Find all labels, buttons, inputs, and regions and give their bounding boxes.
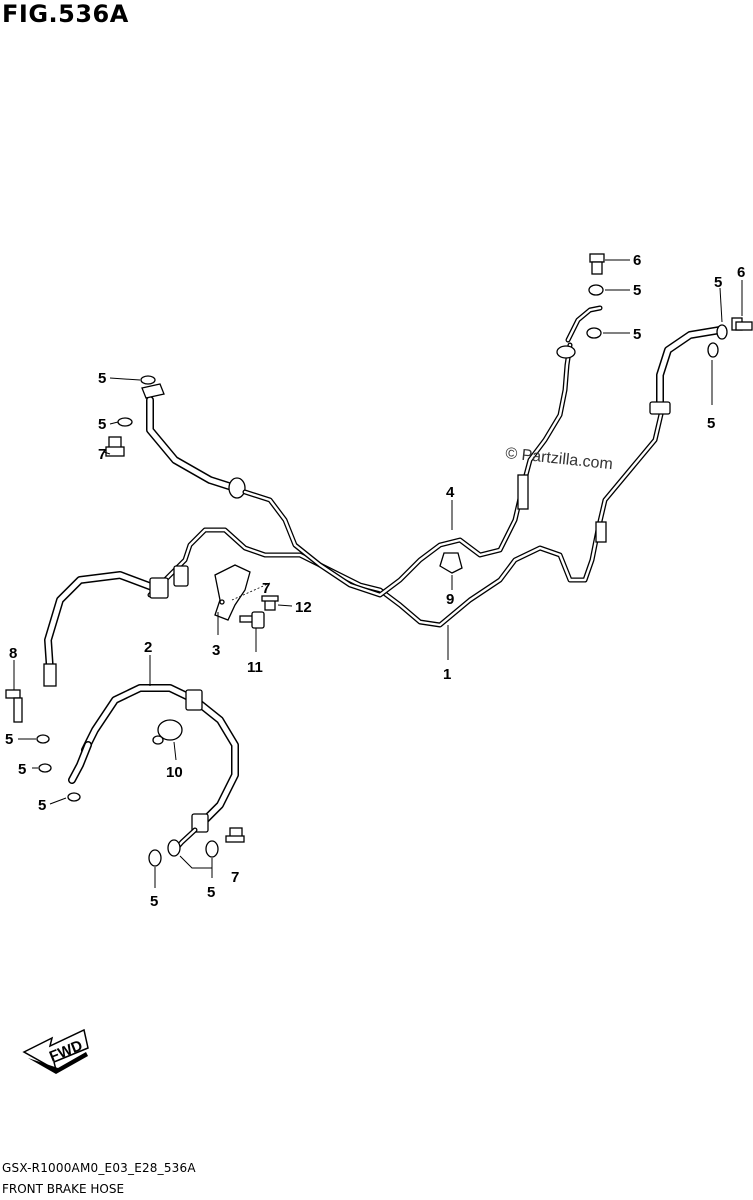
callout-4: 4 — [446, 484, 455, 501]
callout-9: 9 — [446, 591, 454, 608]
callout-5: 5 — [150, 893, 158, 910]
figure-title: FIG.536A — [2, 0, 129, 28]
callout-7-small: 7 — [262, 580, 270, 597]
leader-lines — [13, 259, 743, 888]
brake-hose-2 — [68, 684, 239, 853]
brake-hose-1 — [43, 326, 724, 687]
bolt-11 — [239, 611, 265, 629]
callout-5: 5 — [98, 416, 106, 433]
callout-3: 3 — [212, 642, 220, 659]
bleeder-bolt-8 — [5, 689, 23, 723]
watermark-text: © Partzilla.com — [505, 445, 614, 473]
callout-7: 7 — [231, 869, 239, 886]
callout-labels: 5 5 7 6 5 5 5 6 5 4 9 1 3 11 12 2 8 10 5… — [5, 252, 745, 910]
union-bolt-6-right — [731, 317, 753, 331]
callout-8: 8 — [9, 645, 17, 662]
washers-5 — [36, 284, 728, 867]
clamp-10 — [152, 719, 183, 745]
diagram-code: GSX-R1000AM0_E03_E28_536A — [2, 1161, 196, 1175]
callout-5: 5 — [5, 731, 13, 748]
callout-5: 5 — [633, 282, 641, 299]
callout-5: 5 — [98, 370, 106, 387]
callout-2: 2 — [144, 639, 152, 656]
callout-5: 5 — [707, 415, 715, 432]
callout-6: 6 — [633, 252, 641, 269]
callout-12: 12 — [295, 599, 312, 616]
callout-7: 7 — [98, 446, 106, 463]
diagram-caption: FRONT BRAKE HOSE — [2, 1182, 125, 1196]
fwd-label: FWD — [47, 1037, 85, 1066]
callout-11: 11 — [247, 659, 263, 676]
clamp-9 — [439, 552, 463, 574]
callout-1: 1 — [443, 666, 451, 683]
callout-5: 5 — [18, 761, 26, 778]
callout-5: 5 — [714, 274, 722, 291]
brake-hose-4 — [141, 305, 603, 598]
callout-5: 5 — [38, 797, 46, 814]
bracket-3 — [214, 564, 271, 621]
callout-5: 5 — [207, 884, 215, 901]
fwd-arrow: FWD — [22, 1028, 89, 1074]
callout-10: 10 — [166, 764, 183, 781]
union-bolt-6-top — [589, 253, 605, 275]
union-bolt-7-bottom — [225, 827, 245, 843]
callout-5: 5 — [633, 326, 641, 343]
callout-6: 6 — [737, 264, 745, 281]
union-bolt-7-top — [105, 436, 125, 457]
bolt-12 — [261, 595, 279, 611]
